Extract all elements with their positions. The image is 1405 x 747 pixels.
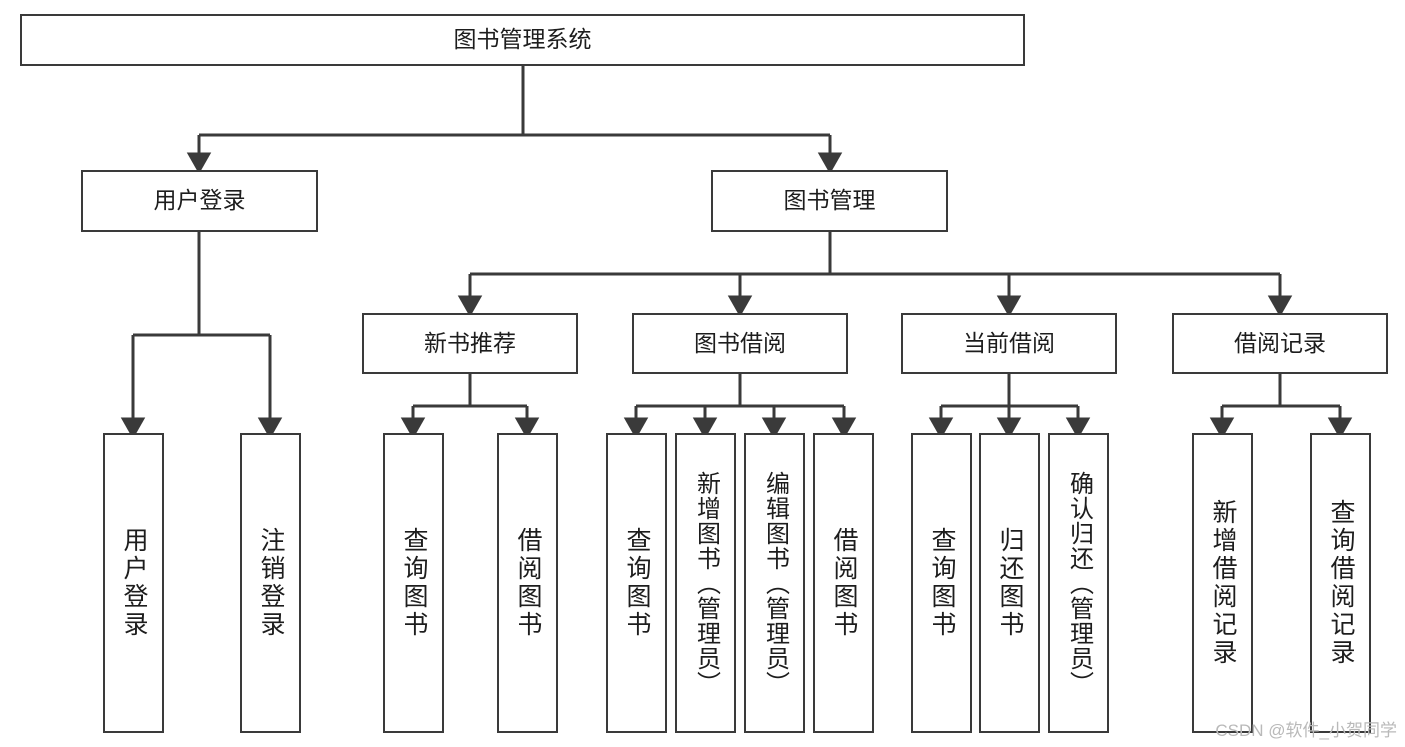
node-borrow-record[interactable]: 借阅记录 xyxy=(1172,313,1388,374)
node-leaf-borrow-book-2-label: 借阅图书 xyxy=(830,527,858,639)
node-leaf-query-book-1-label: 查询图书 xyxy=(400,527,428,639)
node-leaf-confirm-return-label: 确认归还（管理员） xyxy=(1065,470,1093,696)
node-leaf-query-book-2[interactable]: 查询图书 xyxy=(606,433,667,733)
node-leaf-edit-book[interactable]: 编辑图书（管理员） xyxy=(744,433,805,733)
node-book-borrow-label: 图书借阅 xyxy=(694,329,786,356)
watermark-text: CSDN @软件_小贺同学 xyxy=(1215,721,1397,740)
node-leaf-query-record[interactable]: 查询借阅记录 xyxy=(1310,433,1371,733)
node-leaf-borrow-book-2[interactable]: 借阅图书 xyxy=(813,433,874,733)
node-user-login[interactable]: 用户登录 xyxy=(81,170,318,232)
node-new-book-recommend-label: 新书推荐 xyxy=(424,329,516,356)
node-user-login-label: 用户登录 xyxy=(153,187,246,214)
node-new-book-recommend[interactable]: 新书推荐 xyxy=(362,313,578,374)
node-leaf-add-record-label: 新增借阅记录 xyxy=(1209,499,1237,667)
node-root-label: 图书管理系统 xyxy=(453,26,592,53)
node-current-borrow[interactable]: 当前借阅 xyxy=(901,313,1117,374)
node-current-borrow-label: 当前借阅 xyxy=(963,329,1055,356)
node-leaf-add-record[interactable]: 新增借阅记录 xyxy=(1192,433,1253,733)
node-root[interactable]: 图书管理系统 xyxy=(20,14,1025,66)
node-leaf-query-record-label: 查询借阅记录 xyxy=(1327,499,1355,667)
node-leaf-borrow-book-1-label: 借阅图书 xyxy=(514,527,542,639)
node-leaf-return-book-label: 归还图书 xyxy=(996,527,1024,639)
node-book-borrow[interactable]: 图书借阅 xyxy=(632,313,848,374)
node-leaf-add-book-label: 新增图书（管理员） xyxy=(692,470,720,696)
node-leaf-query-book-3-label: 查询图书 xyxy=(928,527,956,639)
node-leaf-user-login[interactable]: 用户登录 xyxy=(103,433,164,733)
node-leaf-return-book[interactable]: 归还图书 xyxy=(979,433,1040,733)
node-leaf-add-book[interactable]: 新增图书（管理员） xyxy=(675,433,736,733)
node-leaf-query-book-2-label: 查询图书 xyxy=(623,527,651,639)
node-leaf-query-book-1[interactable]: 查询图书 xyxy=(383,433,444,733)
node-leaf-query-book-3[interactable]: 查询图书 xyxy=(911,433,972,733)
node-leaf-confirm-return[interactable]: 确认归还（管理员） xyxy=(1048,433,1109,733)
node-leaf-user-logout[interactable]: 注销登录 xyxy=(240,433,301,733)
node-leaf-user-login-label: 用户登录 xyxy=(120,527,148,639)
node-book-management-label: 图书管理 xyxy=(783,187,876,214)
node-leaf-edit-book-label: 编辑图书（管理员） xyxy=(761,470,789,696)
node-borrow-record-label: 借阅记录 xyxy=(1234,329,1326,356)
node-leaf-user-logout-label: 注销登录 xyxy=(257,527,285,639)
node-book-management[interactable]: 图书管理 xyxy=(711,170,948,232)
node-leaf-borrow-book-1[interactable]: 借阅图书 xyxy=(497,433,558,733)
